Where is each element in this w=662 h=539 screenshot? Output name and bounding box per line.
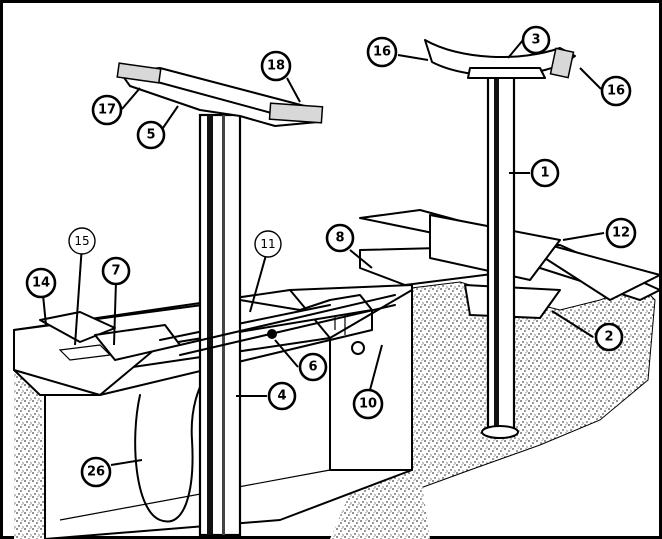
callout-14: 14	[25, 267, 57, 299]
svg-text:1: 1	[540, 166, 549, 181]
callout-7: 7	[101, 256, 131, 286]
svg-text:14: 14	[32, 276, 50, 291]
svg-text:6: 6	[308, 360, 317, 375]
svg-text:3: 3	[531, 33, 540, 48]
callout-5: 5	[136, 120, 166, 150]
svg-text:2: 2	[604, 330, 613, 345]
callout-3: 3	[521, 25, 551, 55]
cross-pipe	[179, 294, 396, 356]
arm-left-5	[116, 62, 324, 127]
callout-26: 26	[80, 456, 112, 488]
svg-text:15: 15	[74, 234, 89, 248]
callout-10: 10	[352, 388, 384, 420]
callout-16-left: 16	[366, 36, 398, 68]
svg-text:16: 16	[607, 84, 625, 99]
svg-text:5: 5	[146, 128, 155, 143]
svg-text:18: 18	[267, 59, 285, 74]
svg-text:26: 26	[87, 465, 105, 480]
column-left	[198, 113, 242, 537]
callout-6: 6	[298, 352, 328, 382]
callout-15: 15	[68, 227, 96, 255]
callout-8: 8	[325, 223, 355, 253]
svg-text:4: 4	[277, 389, 286, 404]
callout-11: 11	[254, 230, 282, 258]
svg-text:16: 16	[373, 45, 391, 60]
svg-text:12: 12	[612, 226, 630, 241]
svg-text:8: 8	[335, 231, 344, 246]
leader-lines	[41, 39, 605, 466]
callout-18: 18	[260, 50, 292, 82]
saddle-pad-3	[424, 39, 576, 79]
callout-1: 1	[530, 158, 560, 188]
svg-text:11: 11	[260, 237, 275, 251]
hydraulic-hose	[134, 369, 211, 523]
callout-12: 12	[605, 217, 637, 249]
svg-text:17: 17	[98, 103, 116, 118]
svg-text:10: 10	[359, 397, 377, 412]
column-right	[481, 74, 519, 439]
callout-16-right: 16	[600, 75, 632, 107]
callout-2: 2	[594, 322, 624, 352]
callout-4: 4	[267, 381, 297, 411]
svg-text:7: 7	[111, 264, 120, 279]
callout-17: 17	[91, 94, 123, 126]
